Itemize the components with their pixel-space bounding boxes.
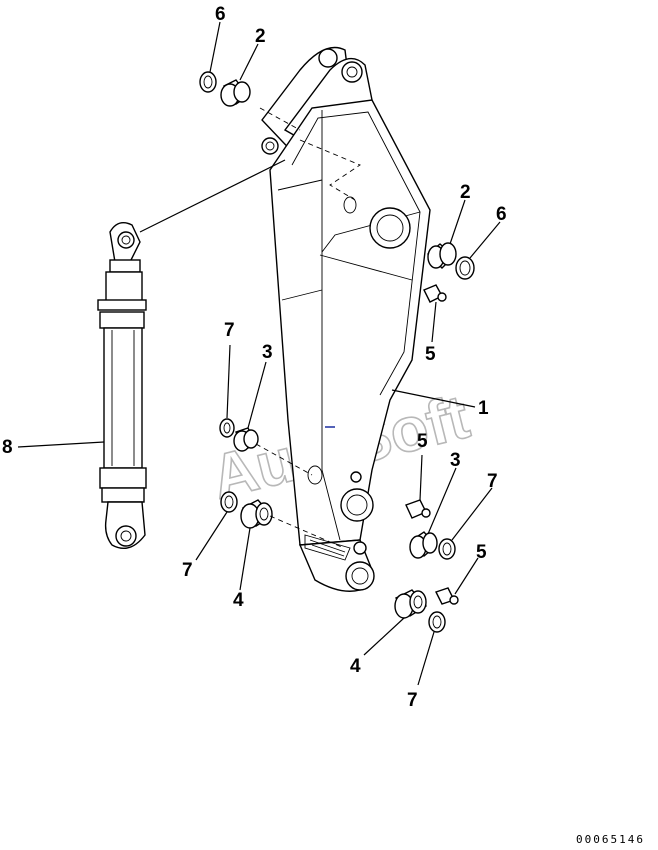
- grease-fitting-5a: [423, 284, 447, 303]
- arm-cylinder: [97, 222, 147, 549]
- shim-6b: [455, 256, 475, 280]
- callout-2: 2: [460, 182, 471, 203]
- callout-7: 7: [407, 690, 418, 711]
- bushing-3a: [233, 427, 259, 452]
- shim-7c: [220, 491, 238, 513]
- grease-fitting-5b: [405, 499, 431, 519]
- bushing-4a: [240, 499, 274, 529]
- arm-assembly: [259, 46, 431, 592]
- callouts: 6 2 2 6 5 7 3 1 8 5 3 7 7 4 5 4 7: [2, 4, 507, 711]
- callout-8: 8: [2, 437, 13, 458]
- callout-7: 7: [487, 471, 498, 492]
- callout-4: 4: [233, 590, 244, 611]
- bushing-2b: [426, 242, 457, 269]
- bushing-4b: [394, 589, 428, 619]
- callout-7: 7: [224, 320, 235, 341]
- callout-5: 5: [417, 431, 428, 452]
- drawing-number: 00065146: [576, 833, 645, 846]
- callout-6: 6: [496, 204, 507, 225]
- callout-6: 6: [215, 4, 226, 25]
- shim-6a: [199, 71, 217, 93]
- bushing-2a: [220, 79, 251, 107]
- callout-5: 5: [476, 542, 487, 563]
- callout-3: 3: [262, 342, 273, 363]
- leader-lines: [17, 21, 501, 686]
- shim-7a: [219, 418, 235, 438]
- callout-7: 7: [182, 560, 193, 581]
- callout-1: 1: [478, 398, 489, 419]
- shim-7d: [428, 611, 446, 633]
- callout-5: 5: [425, 344, 436, 365]
- bushing-3b: [409, 531, 438, 559]
- callout-2: 2: [255, 26, 266, 47]
- grease-fitting-5c: [435, 587, 459, 605]
- shim-7b: [438, 538, 456, 560]
- callout-3: 3: [450, 450, 461, 471]
- callout-4: 4: [350, 656, 361, 677]
